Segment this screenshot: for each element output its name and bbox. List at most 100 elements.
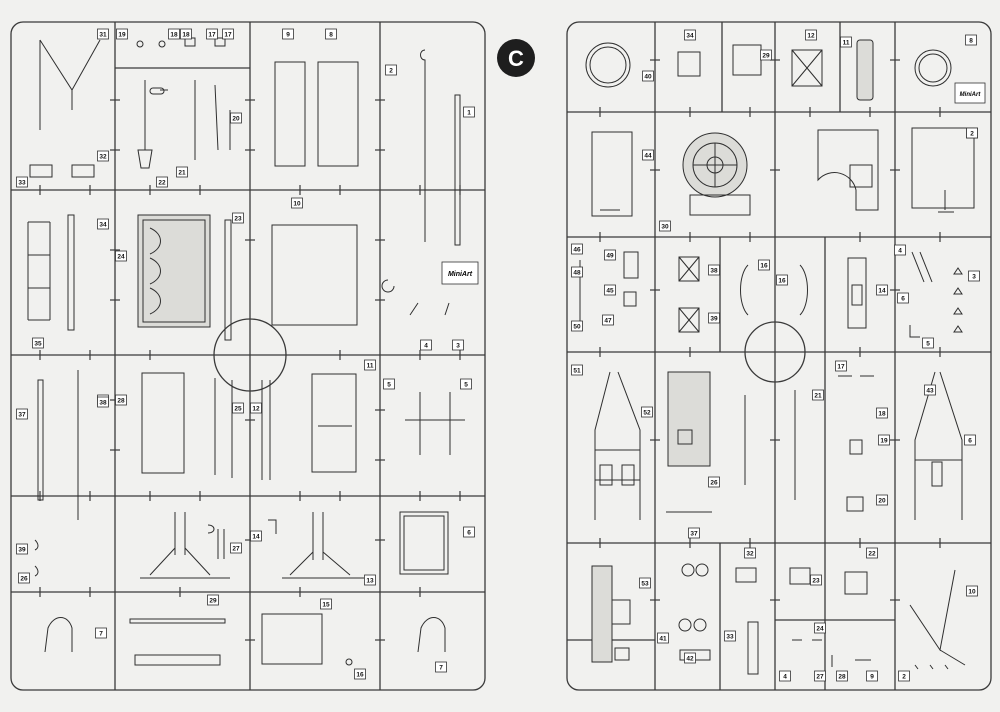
- right-part-label: 38: [708, 264, 720, 276]
- left-part-number: 2: [389, 68, 393, 75]
- right-part-number: 8: [969, 38, 973, 45]
- left-part-label: 25: [232, 402, 244, 414]
- left-part-label: 17: [222, 28, 234, 40]
- right-part-number: 2: [902, 674, 906, 681]
- left-part-label: 14: [250, 530, 262, 542]
- right-part-number: 10: [968, 589, 976, 596]
- right-part-number: 11: [843, 40, 850, 47]
- right-part-label: 37: [688, 527, 700, 539]
- left-part-number: 25: [234, 406, 242, 413]
- right-part-number: 41: [659, 636, 667, 643]
- right-part-number: 43: [926, 388, 934, 395]
- right-part-label: 33: [724, 630, 736, 642]
- right-part-label: 4: [779, 670, 791, 682]
- right-part-number: 9: [870, 674, 874, 681]
- left-part-number: 5: [464, 382, 468, 389]
- left-part-label: 31: [97, 28, 109, 40]
- right-part-number: 21: [814, 393, 822, 400]
- left-part-label: 37: [16, 408, 28, 420]
- left-part-label: 16: [354, 668, 366, 680]
- right-part-label: 51: [571, 364, 583, 376]
- right-part-label: 3: [968, 270, 980, 282]
- left-part-label: 15: [320, 598, 332, 610]
- right-part-label: 11: [840, 36, 852, 48]
- right-part-label: 52: [641, 406, 653, 418]
- left-part-label: 12: [250, 402, 262, 414]
- left-part-label: 28: [115, 394, 127, 406]
- right-part-label: 47: [602, 314, 614, 326]
- left-part-number: 8: [329, 32, 333, 39]
- left-part-label: 39: [16, 543, 28, 555]
- left-part-label: 22: [156, 176, 168, 188]
- right-part-label: 28: [836, 670, 848, 682]
- right-part-number: 4: [783, 674, 787, 681]
- right-part-number: 47: [604, 318, 612, 325]
- right-part-number: 17: [837, 364, 845, 371]
- right-part-label: 40: [642, 70, 654, 82]
- left-part-label: 7: [95, 627, 107, 639]
- right-part-label: 23: [810, 574, 822, 586]
- right-part-label: 43: [924, 384, 936, 396]
- right-part-label: 14: [876, 284, 888, 296]
- left-sprue-parts: [27, 37, 465, 666]
- right-part-number: 34: [686, 33, 694, 40]
- left-part-number: 24: [117, 254, 125, 261]
- right-part-label: 2: [966, 127, 978, 139]
- left-part-number: 28: [117, 398, 125, 405]
- right-part-number: 24: [816, 626, 824, 633]
- right-part-number: 12: [807, 33, 815, 40]
- left-part-number: 32: [99, 154, 107, 161]
- right-part-label: 26: [708, 476, 720, 488]
- left-part-number: 18: [170, 32, 178, 39]
- right-part-number: 46: [573, 247, 581, 254]
- right-part-label: 19: [878, 434, 890, 446]
- left-part-label: 23: [232, 212, 244, 224]
- right-part-number: 18: [878, 411, 886, 418]
- right-part-number: 48: [573, 270, 581, 277]
- left-part-number: 7: [99, 631, 103, 638]
- left-part-number: 10: [293, 201, 301, 208]
- right-part-label: 42: [684, 652, 696, 664]
- right-part-number: 44: [644, 153, 652, 160]
- right-part-number: 51: [573, 368, 581, 375]
- right-part-label: 8: [965, 34, 977, 46]
- right-part-label: 46: [571, 243, 583, 255]
- left-part-number: 26: [20, 576, 28, 583]
- right-sprue-frame: [566, 21, 992, 691]
- right-part-label: 18: [876, 407, 888, 419]
- left-part-label: 17: [206, 28, 218, 40]
- right-sprue-parts: [579, 39, 975, 675]
- left-part-number: 13: [366, 578, 374, 585]
- left-part-number: 12: [252, 406, 260, 413]
- right-part-label: 44: [642, 149, 654, 161]
- right-part-number: 22: [868, 551, 876, 558]
- left-part-label: 6: [463, 526, 475, 538]
- left-part-number: 6: [467, 530, 471, 537]
- left-part-label: 5: [383, 378, 395, 390]
- left-part-label: 34: [97, 218, 109, 230]
- right-part-label: 24: [814, 622, 826, 634]
- left-part-label: 29: [207, 594, 219, 606]
- right-part-number: 45: [606, 288, 614, 295]
- right-part-label: 50: [571, 320, 583, 332]
- right-part-label: 17: [835, 360, 847, 372]
- left-part-label: 9: [282, 28, 294, 40]
- left-part-label: 18: [180, 28, 192, 40]
- right-part-label: 5: [922, 337, 934, 349]
- left-part-label: 2: [385, 64, 397, 76]
- right-part-number: 26: [710, 480, 718, 487]
- left-part-label: 5: [460, 378, 472, 390]
- left-part-number: 3: [456, 343, 460, 350]
- right-part-label: 41: [657, 632, 669, 644]
- right-part-label: 2: [898, 670, 910, 682]
- right-part-label: 6: [964, 434, 976, 446]
- right-part-number: 6: [968, 438, 972, 445]
- left-part-number: 37: [18, 412, 26, 419]
- left-part-label: 19: [116, 28, 128, 40]
- right-part-number: 16: [778, 278, 786, 285]
- right-part-label: 39: [708, 312, 720, 324]
- left-part-label: 24: [115, 250, 127, 262]
